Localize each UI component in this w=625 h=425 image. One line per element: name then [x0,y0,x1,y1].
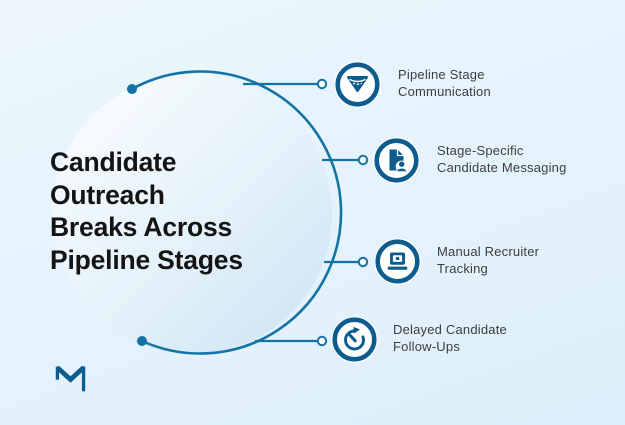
resume-icon [373,137,420,184]
open-circle-arc [130,70,343,355]
arc-endpoint-dot-top [127,84,137,94]
item-label: Delayed Candidate Follow-Ups [393,322,578,355]
mailmodo-m-logo [55,365,86,392]
item-label: Stage-Specific Candidate Messaging [437,143,622,176]
item-label: Manual Recruiter Tracking [437,244,622,277]
connector-ring-4 [316,335,328,347]
item-label-line: Communication [398,83,491,99]
item-label-line: Stage-Specific [437,143,524,158]
timer-icon [331,316,378,363]
circle-fill [52,74,332,354]
title-line: Candidate [50,147,177,177]
connector-ring-3 [357,256,369,268]
connector-ring-1 [316,78,328,90]
item-label-line: Delayed Candidate [393,322,507,337]
title-line: Breaks Across [50,212,233,242]
laptop-icon [374,238,421,285]
item-label-line: Candidate Messaging [437,159,567,175]
item-label-line: Follow-Ups [393,338,461,354]
connector-ring-2 [357,154,369,166]
item-label: Pipeline Stage Communication [398,67,583,100]
title-line: Pipeline Stages [50,244,243,275]
arc-endpoint-dot-bottom [137,336,147,346]
page-title: Candidate Outreach Breaks Across Pipelin… [50,146,243,276]
title-line: Outreach [50,179,165,210]
funnel-icon [334,61,381,108]
item-label-line: Pipeline Stage [398,67,485,82]
item-label-line: Tracking [437,260,488,276]
item-label-line: Manual Recruiter [437,244,540,259]
